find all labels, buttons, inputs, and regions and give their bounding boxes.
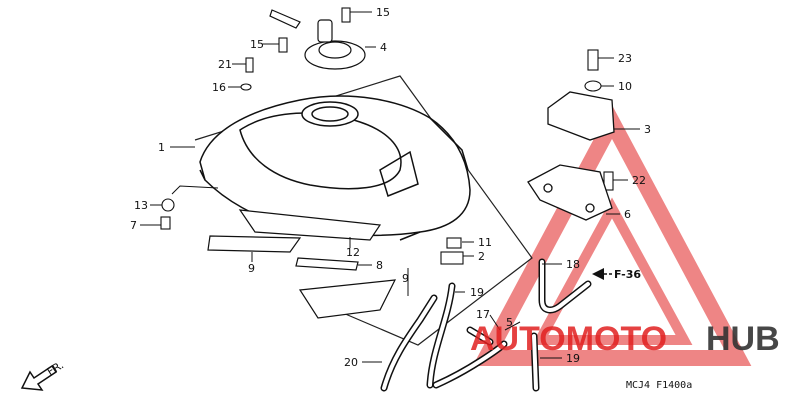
callout-10: 10: [618, 80, 632, 93]
callout-11: 11: [478, 236, 492, 249]
mount-brackets: [527, 91, 615, 221]
fuel-tank: [199, 95, 471, 241]
diagram-code: MCJ4 F1400a: [626, 380, 692, 391]
front-arrow-icon: [20, 364, 58, 391]
watermark-logo: AUTOMOTO HUB: [470, 320, 780, 358]
reference-label: F-36: [614, 268, 641, 281]
watermark-part2: HUB: [706, 320, 780, 358]
callout-20: 20: [344, 356, 358, 369]
callout-13: 13: [134, 199, 148, 212]
callout-22: 22: [632, 174, 646, 187]
callout-6: 6: [624, 208, 631, 221]
fasteners: [160, 7, 614, 265]
callout-1: 1: [158, 141, 165, 154]
tank-pads: [207, 209, 397, 319]
hoses-inner: [382, 260, 590, 390]
callout-8: 8: [376, 259, 383, 272]
callout-21: 21: [218, 58, 232, 71]
callout-12: 12: [346, 246, 360, 259]
callout-18: 18: [566, 258, 580, 271]
callout-15-b: 15: [250, 38, 264, 51]
callout-19-a: 19: [470, 286, 484, 299]
watermark-triangle: [472, 105, 752, 366]
callout-9-a: 9: [248, 262, 255, 275]
callout-labels: 15 4 15 21 16 1 13 7 12 9 8 9 11 2 19 17…: [45, 6, 693, 391]
callout-23: 23: [618, 52, 632, 65]
callout-3: 3: [644, 123, 651, 136]
callout-4: 4: [380, 41, 387, 54]
callout-5: 5: [506, 316, 513, 329]
callout-19-b: 19: [566, 352, 580, 365]
watermark-part1: AUTOMOTO: [470, 320, 667, 358]
callout-2: 2: [478, 250, 485, 263]
leader-lines: [140, 11, 640, 363]
callout-17: 17: [476, 308, 490, 321]
callout-7: 7: [130, 219, 137, 232]
reference-arrow: [592, 268, 612, 280]
callout-9-b: 9: [402, 272, 409, 285]
callout-15-a: 15: [376, 6, 390, 19]
fuel-cap-assembly: [269, 9, 366, 70]
callout-16: 16: [212, 81, 226, 94]
